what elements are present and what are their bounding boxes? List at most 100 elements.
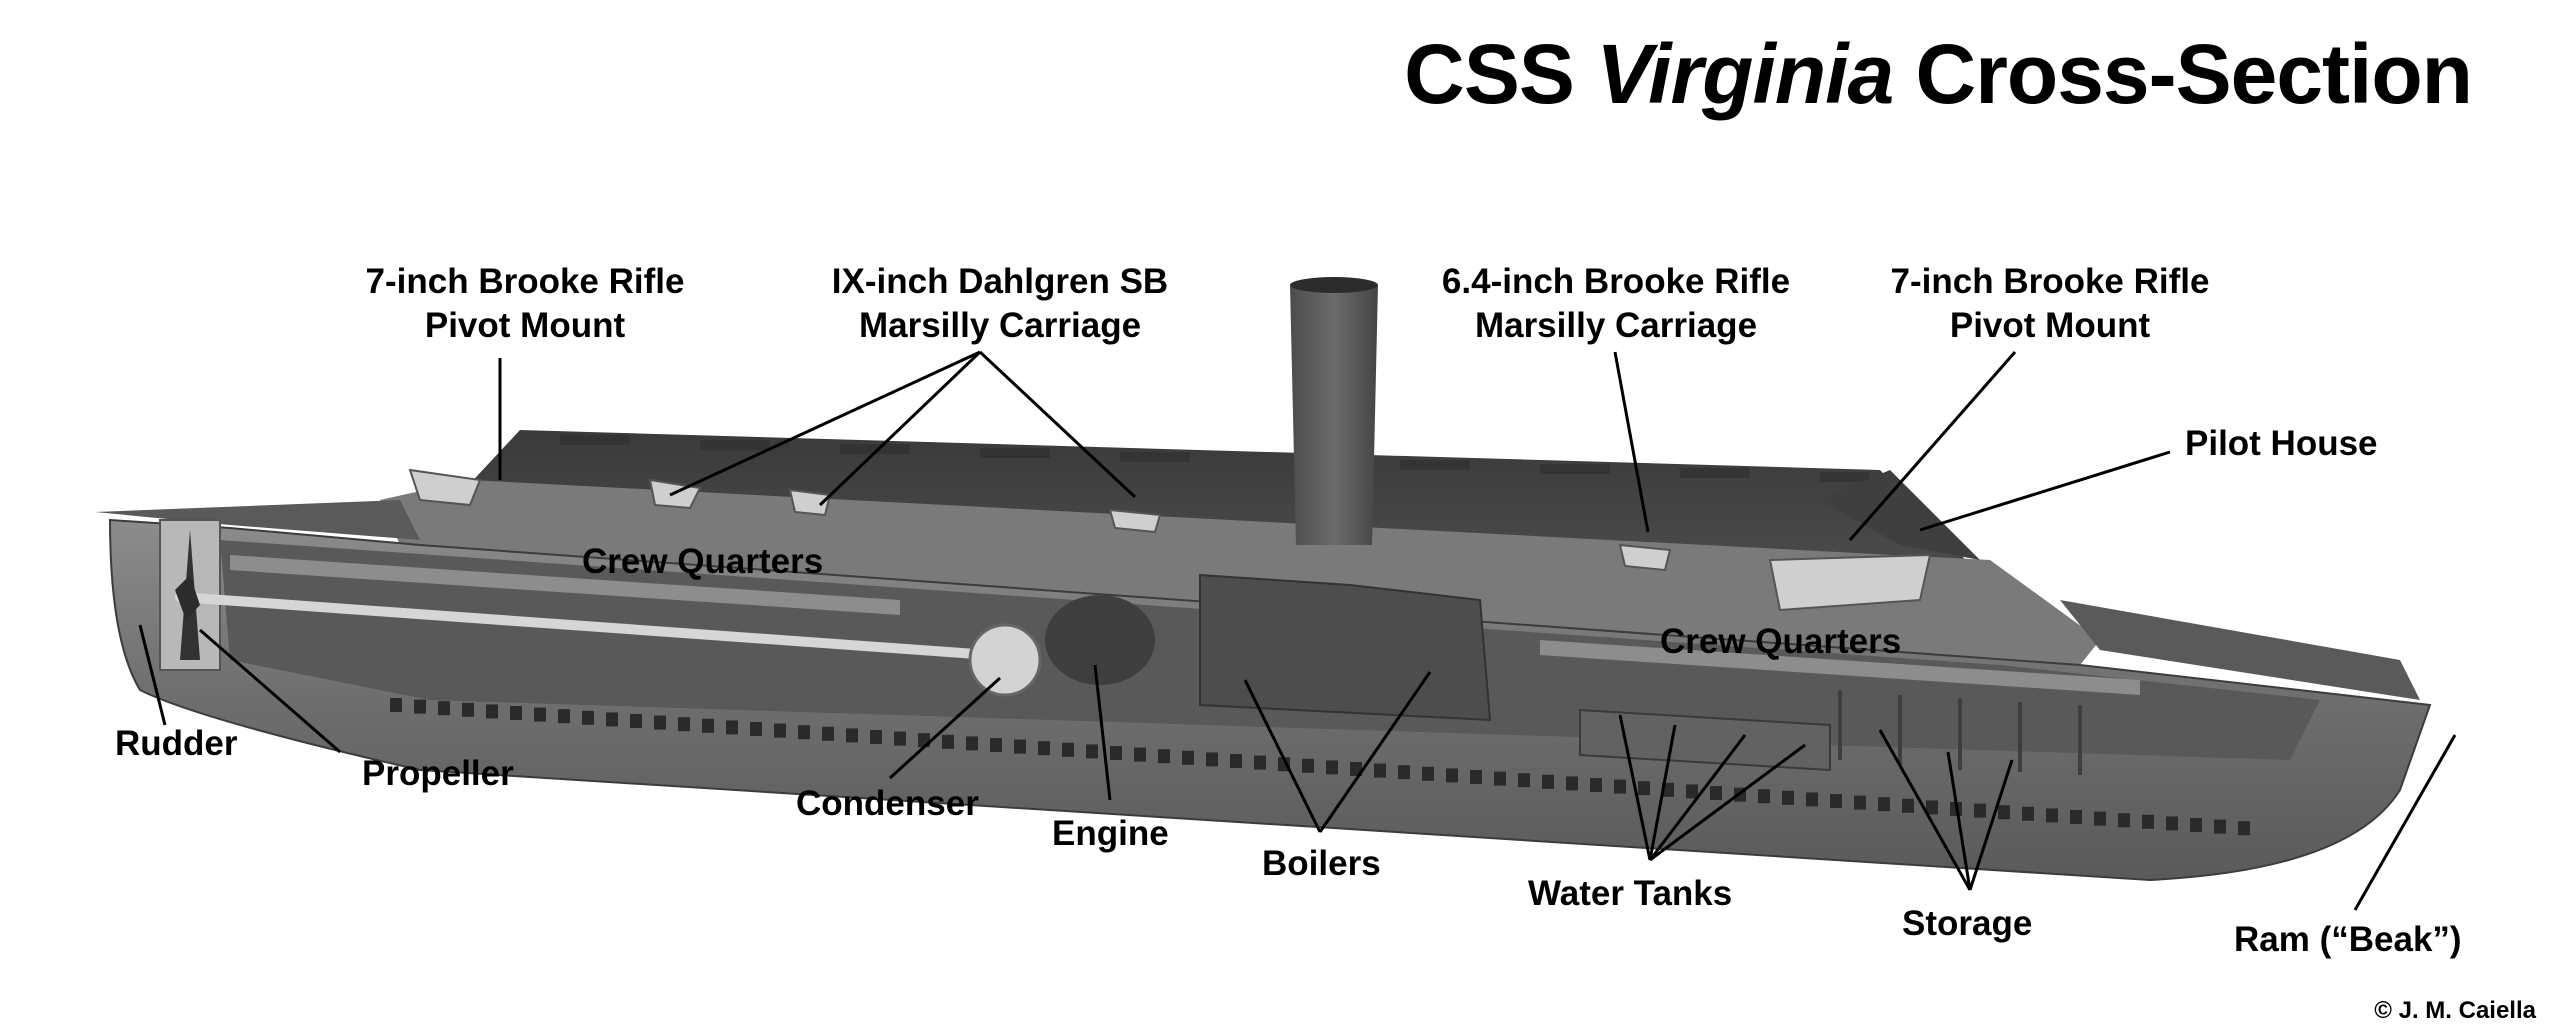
label-rudder: Rudder [115,724,238,763]
porthole [1998,805,2010,820]
porthole [390,698,402,712]
porthole [1422,766,1434,781]
porthole [510,706,522,720]
porthole [1566,776,1578,791]
gun-deck [380,480,2100,665]
porthole [702,718,714,733]
label-brooke-rifle-fwd-line1: 7-inch Brooke Rifle [1890,262,2210,301]
porthole [750,722,762,736]
porthole [534,707,546,722]
water-tanks-shape [1579,708,1831,772]
label-condenser: Condenser [796,784,979,823]
porthole [2214,819,2226,834]
porthole [1830,794,1842,808]
porthole [558,709,570,724]
label-water-tanks: Water Tanks [1528,874,1733,913]
porthole [2094,811,2106,826]
porthole [414,699,426,714]
label-brooke-rifle-fwd: 7-inch Brooke Rifle Pivot Mount [1891,260,2210,348]
porthole [1782,790,1794,805]
bow-deck [2060,600,2420,700]
porthole [1254,755,1266,770]
porthole [1038,741,1050,756]
label-brooke-6-4: 6.4-inch Brooke Rifle Marsilly Carriage [1442,260,1790,348]
porthole [1350,762,1362,776]
boilers-shape [1199,573,1492,722]
porthole [1878,797,1890,812]
guns [408,468,1932,612]
porthole [798,725,810,740]
porthole [1710,786,1722,800]
label-dahlgren-line2: Marsilly Carriage [858,306,1142,345]
label-pilot-house: Pilot House [2185,424,2378,463]
label-dahlgren: IX-inch Dahlgren SB Marsilly Carriage [832,260,1168,348]
smokestack [1290,285,1378,545]
porthole [462,702,474,717]
porthole [1326,760,1338,775]
porthole [726,720,738,735]
leader-lines [138,350,2457,911]
porthole [1398,765,1410,780]
porthole [1110,746,1122,760]
porthole [606,712,618,727]
stern-deck [95,500,420,540]
propeller-shaft [175,592,995,660]
porthole [966,736,978,751]
porthole [2142,814,2154,829]
porthole [1014,739,1026,754]
porthole [990,738,1002,752]
porthole [1470,770,1482,784]
label-engine: Engine [1052,814,1169,853]
porthole [2046,808,2058,823]
deck-beams [560,435,1870,482]
label-dahlgren-line1: IX-inch Dahlgren SB [831,262,1169,301]
label-crew-quarters-aft: Crew Quarters [582,542,824,581]
porthole [1230,754,1242,768]
porthole [1686,784,1698,799]
label-propeller: Propeller [362,754,514,793]
label-brooke-rifle-aft-line2: Pivot Mount [424,306,626,345]
label-brooke-6-4-line2: Marsilly Carriage [1474,306,1758,345]
label-crew-quarters-fwd: Crew Quarters [1660,622,1902,661]
label-brooke-rifle-aft: 7-inch Brooke Rifle Pivot Mount [366,260,685,348]
porthole [1158,749,1170,764]
porthole [894,731,906,746]
porthole [942,734,954,749]
porthole [1542,774,1554,789]
porthole [846,728,858,743]
porthole [1806,792,1818,807]
porthole [2118,813,2130,828]
porthole [1086,744,1098,759]
label-brooke-rifle-fwd-line2: Pivot Mount [1949,306,2151,345]
porthole [2022,806,2034,821]
porthole [678,717,690,732]
porthole [1182,750,1194,765]
porthole [1758,789,1770,804]
propeller-shape [175,575,200,620]
storage-bulkheads [1838,690,2082,775]
label-boilers: Boilers [1262,844,1381,883]
porthole [2238,821,2250,836]
porthole [1518,773,1530,788]
label-storage: Storage [1902,904,2033,943]
porthole [1206,752,1218,767]
porthole [438,701,450,716]
condenser-shape [968,623,1042,697]
porthole [2190,818,2202,832]
label-brooke-6-4-line1: 6.4-inch Brooke Rifle [1441,262,1791,301]
porthole [1590,778,1602,792]
title-ship-name: Virginia [1596,27,1894,121]
porthole [1902,798,1914,813]
porthole [1446,768,1458,783]
copyright-credit: © J. M. Caiella [2374,997,2536,1024]
porthole [1494,771,1506,786]
porthole [1374,763,1386,778]
engine-shape [1045,595,1155,685]
porthole [1134,747,1146,762]
porthole [822,726,834,741]
label-brooke-rifle-aft-line1: 7-inch Brooke Rifle [365,262,685,301]
porthole [1302,758,1314,773]
berth-deck-fwd [1540,640,2140,695]
smokestack-top [1290,277,1378,293]
